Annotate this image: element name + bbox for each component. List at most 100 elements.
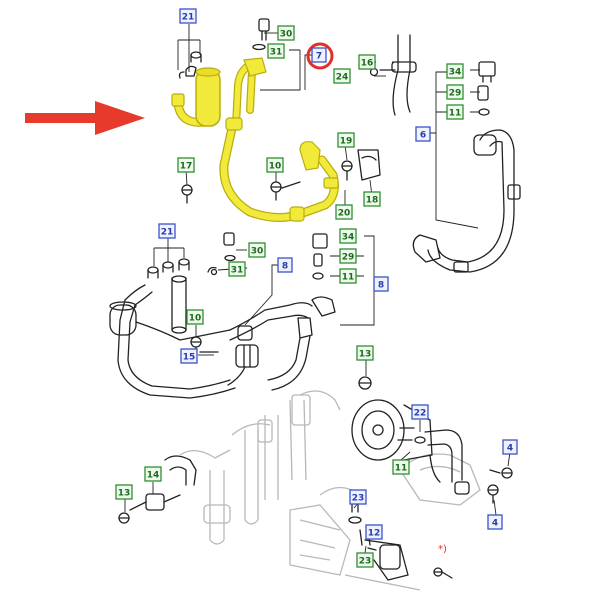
callout-10-green[interactable]: 10 [266, 157, 284, 173]
callout-number: 7 [316, 52, 322, 62]
callout-number: 21 [182, 13, 195, 23]
callout-number: 31 [270, 48, 283, 58]
callout-box [115, 484, 133, 500]
callout-number: 30 [280, 30, 293, 40]
callout-box [392, 459, 410, 475]
callout-19-green[interactable]: 19 [337, 132, 355, 148]
callout-number: 4 [492, 519, 498, 529]
callout-box [365, 524, 383, 540]
callout-18-green[interactable]: 18 [363, 191, 381, 207]
callout-box [349, 489, 367, 505]
callout-box [180, 348, 198, 364]
callout-17-green[interactable]: 17 [177, 157, 195, 173]
callout-number: 10 [189, 314, 202, 324]
highlighted-pipe-part[interactable] [171, 57, 339, 222]
callout-number: 19 [340, 137, 353, 147]
callout-11-green[interactable]: 11 [339, 268, 357, 284]
asterisk-note: *) [438, 544, 447, 555]
callout-box [339, 248, 357, 264]
callout-number: 21 [161, 228, 174, 238]
callout-box [487, 514, 503, 530]
callout-12-blue[interactable]: 12 [365, 524, 383, 540]
callout-24-green[interactable]: 24 [333, 68, 351, 84]
callout-box [311, 47, 327, 63]
callout-box [363, 191, 381, 207]
callout-30-green[interactable]: 30 [277, 25, 295, 41]
callout-number: 29 [342, 253, 355, 263]
callout-number: 6 [420, 131, 426, 141]
callout-box [228, 261, 246, 277]
callout-15-blue[interactable]: 15 [180, 348, 198, 364]
callout-box [502, 439, 518, 455]
callout-box [177, 157, 195, 173]
callout-23-green[interactable]: 23 [356, 552, 374, 568]
callout-13-green[interactable]: 13 [356, 345, 374, 361]
callout-number: 22 [414, 409, 427, 419]
callout-11-green[interactable]: 11 [446, 104, 464, 120]
callout-labels: 21 30 31 7 16 24 34 29 11 6 19 17 10 18 20 21 30 31 8 34 29 1… [115, 8, 518, 568]
callout-7-blue[interactable]: 7 [311, 47, 327, 63]
callout-box [339, 228, 357, 244]
callout-11-green[interactable]: 11 [392, 459, 410, 475]
callout-box [339, 268, 357, 284]
callout-box [411, 404, 429, 420]
callout-30-green[interactable]: 30 [248, 242, 266, 258]
callout-14-green[interactable]: 14 [144, 466, 162, 482]
callout-number: 15 [183, 353, 196, 363]
callout-4-blue[interactable]: 4 [487, 514, 503, 530]
callout-box [415, 126, 431, 142]
callout-number: 11 [449, 109, 462, 119]
callout-box [356, 552, 374, 568]
callout-8-blue[interactable]: 8 [277, 257, 293, 273]
callout-number: 30 [251, 247, 264, 257]
callout-box [248, 242, 266, 258]
highlight-circle [306, 42, 334, 70]
callout-number: 4 [507, 444, 513, 454]
callout-number: 23 [359, 557, 372, 567]
callout-10-green[interactable]: 10 [186, 309, 204, 325]
callout-31-green[interactable]: 31 [228, 261, 246, 277]
callout-box [335, 204, 353, 220]
callout-8-blue[interactable]: 8 [373, 276, 389, 292]
callout-box [277, 257, 293, 273]
callout-box [446, 84, 464, 100]
callout-29-green[interactable]: 29 [339, 248, 357, 264]
callout-box [267, 43, 285, 59]
callout-number: 34 [449, 68, 462, 78]
callout-29-green[interactable]: 29 [446, 84, 464, 100]
callout-number: 18 [366, 196, 379, 206]
callout-number: 12 [368, 529, 381, 539]
callout-number: 13 [359, 350, 372, 360]
callout-number: 13 [118, 489, 131, 499]
callout-number: 23 [352, 494, 365, 504]
callout-34-green[interactable]: 34 [446, 63, 464, 79]
callout-number: 31 [231, 266, 244, 276]
callout-13-green[interactable]: 13 [115, 484, 133, 500]
callout-box [158, 223, 176, 239]
line-art-components [109, 18, 521, 581]
callout-number: 16 [361, 59, 374, 69]
red-arrow-icon [25, 101, 145, 135]
callout-22-blue[interactable]: 22 [411, 404, 429, 420]
callout-box [358, 54, 376, 70]
callout-34-green[interactable]: 34 [339, 228, 357, 244]
callout-16-green[interactable]: 16 [358, 54, 376, 70]
callout-23-blue[interactable]: 23 [349, 489, 367, 505]
callout-number: 29 [449, 89, 462, 99]
callout-number: 11 [395, 464, 408, 474]
callout-number: 8 [378, 281, 384, 291]
callout-box [144, 466, 162, 482]
callout-box [446, 63, 464, 79]
callout-31-green[interactable]: 31 [267, 43, 285, 59]
callout-6-blue[interactable]: 6 [415, 126, 431, 142]
callout-21-blue[interactable]: 21 [179, 8, 197, 24]
callout-number: 17 [180, 162, 193, 172]
callout-4-blue[interactable]: 4 [502, 439, 518, 455]
callout-number: 24 [336, 73, 349, 83]
callout-box [266, 157, 284, 173]
callout-20-green[interactable]: 20 [335, 204, 353, 220]
callout-number: 34 [342, 233, 355, 243]
callout-21-blue[interactable]: 21 [158, 223, 176, 239]
